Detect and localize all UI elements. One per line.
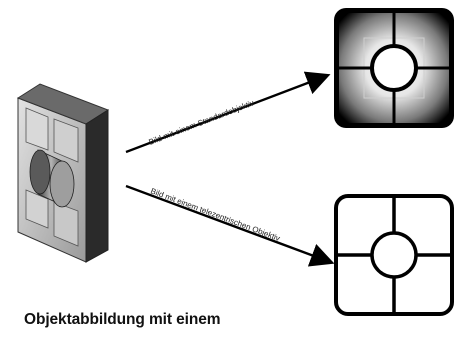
arrow-standard-label: Bild mit einem Standardobjektiv bbox=[147, 98, 255, 147]
arrow-telecentric-label: Bild mit einem telezentrischen Objektiv bbox=[149, 186, 281, 243]
arrow-standard: Bild mit einem Standardobjektiv bbox=[125, 71, 331, 154]
figure-caption: Objektabbildung mit einem bbox=[24, 311, 221, 328]
standard-lens-image-icon bbox=[334, 8, 454, 128]
object-3d-icon bbox=[16, 83, 110, 263]
telecentric-lens-image-icon bbox=[334, 194, 454, 316]
arrow-telecentric: Bild mit einem telezentrischen Objektiv bbox=[125, 184, 335, 267]
